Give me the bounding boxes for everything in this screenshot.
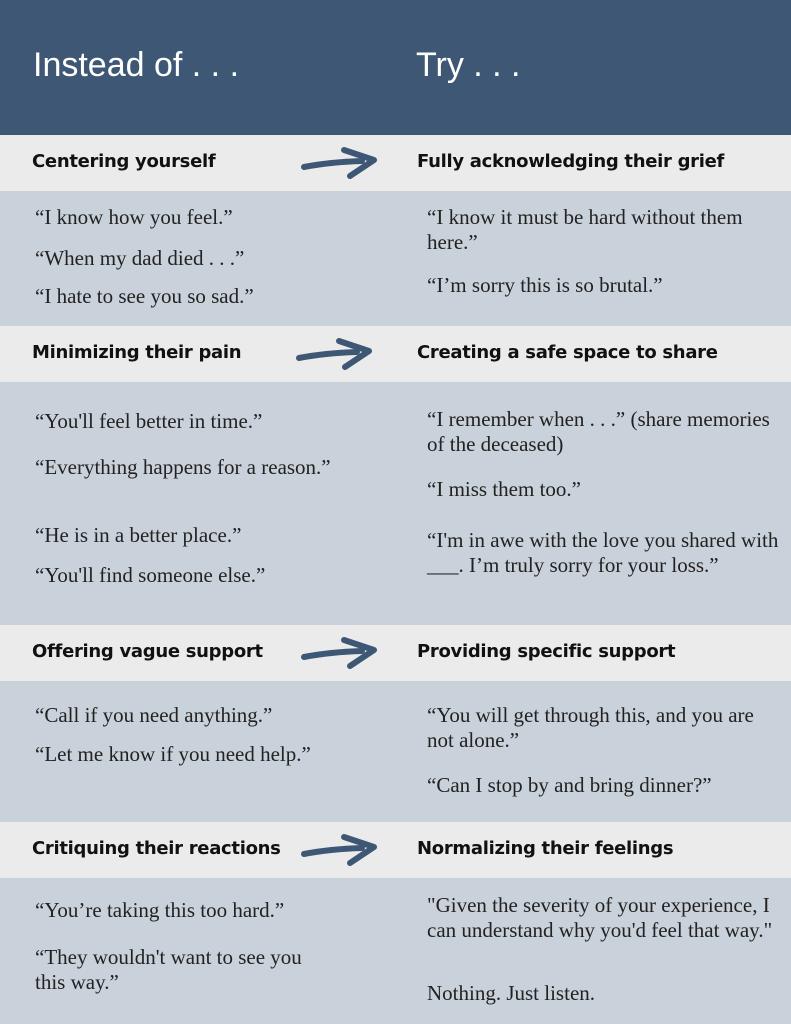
section-band: Minimizing their pain Creating a safe sp… <box>0 326 791 382</box>
try-phrase: “I know it must be hard without them her… <box>427 205 743 254</box>
try-phrase: “Can I stop by and bring dinner?” <box>427 773 712 797</box>
instead-phrase: “Call if you need anything.” <box>35 703 273 727</box>
try-phrase: “I’m sorry this is so brutal.” <box>427 273 663 297</box>
try-phrase: “I miss them too.” <box>427 477 581 501</box>
try-phrase: “I'm in awe with the love you shared wit… <box>427 528 779 577</box>
instead-title: Minimizing their pain <box>32 342 242 363</box>
instead-phrase: “When my dad died . . .” <box>35 246 245 270</box>
section-content <box>0 192 791 326</box>
try-phrase: “You will get through this, and you are … <box>427 703 754 752</box>
section-content <box>0 383 791 625</box>
try-title: Creating a safe space to share <box>417 342 718 363</box>
instead-phrase: “You'll find someone else.” <box>35 563 266 587</box>
section-band: Offering vague support Providing specifi… <box>0 625 791 681</box>
instead-title: Critiquing their reactions <box>32 838 281 859</box>
try-phrase: Nothing. Just listen. <box>427 981 596 1005</box>
try-title: Providing specific support <box>417 641 676 662</box>
section-content <box>0 878 791 1024</box>
instead-phrase: “You’re taking this too hard.” <box>35 898 285 922</box>
instead-phrase: “You'll feel better in time.” <box>35 409 263 433</box>
arrow-right-icon <box>295 336 375 372</box>
arrow-right-icon <box>300 832 380 868</box>
header-try: Try . . . <box>416 46 521 84</box>
section-band: Centering yourself Fully acknowledging t… <box>0 135 791 191</box>
try-title: Normalizing their feelings <box>417 838 674 859</box>
section-content <box>0 681 791 822</box>
instead-title: Centering yourself <box>32 151 216 172</box>
instead-title: Offering vague support <box>32 641 263 662</box>
arrow-right-icon <box>300 635 380 671</box>
instead-phrase: “I hate to see you so sad.” <box>35 284 254 308</box>
header-instead-of: Instead of . . . <box>33 46 240 84</box>
try-phrase: “I remember when . . .” (share memories … <box>427 407 770 456</box>
try-title: Fully acknowledging their grief <box>417 151 725 172</box>
section-band: Critiquing their reactions Normalizing t… <box>0 822 791 878</box>
header: Instead of . . . Try . . . <box>0 0 791 135</box>
instead-phrase: “They wouldn't want to see you this way.… <box>35 945 302 994</box>
instead-phrase: “He is in a better place.” <box>35 523 242 547</box>
instead-phrase: “I know how you feel.” <box>35 205 233 229</box>
instead-phrase: “Let me know if you need help.” <box>35 742 311 766</box>
try-phrase: "Given the severity of your experience, … <box>427 893 773 942</box>
instead-phrase: “Everything happens for a reason.” <box>35 455 331 479</box>
arrow-right-icon <box>300 145 380 181</box>
